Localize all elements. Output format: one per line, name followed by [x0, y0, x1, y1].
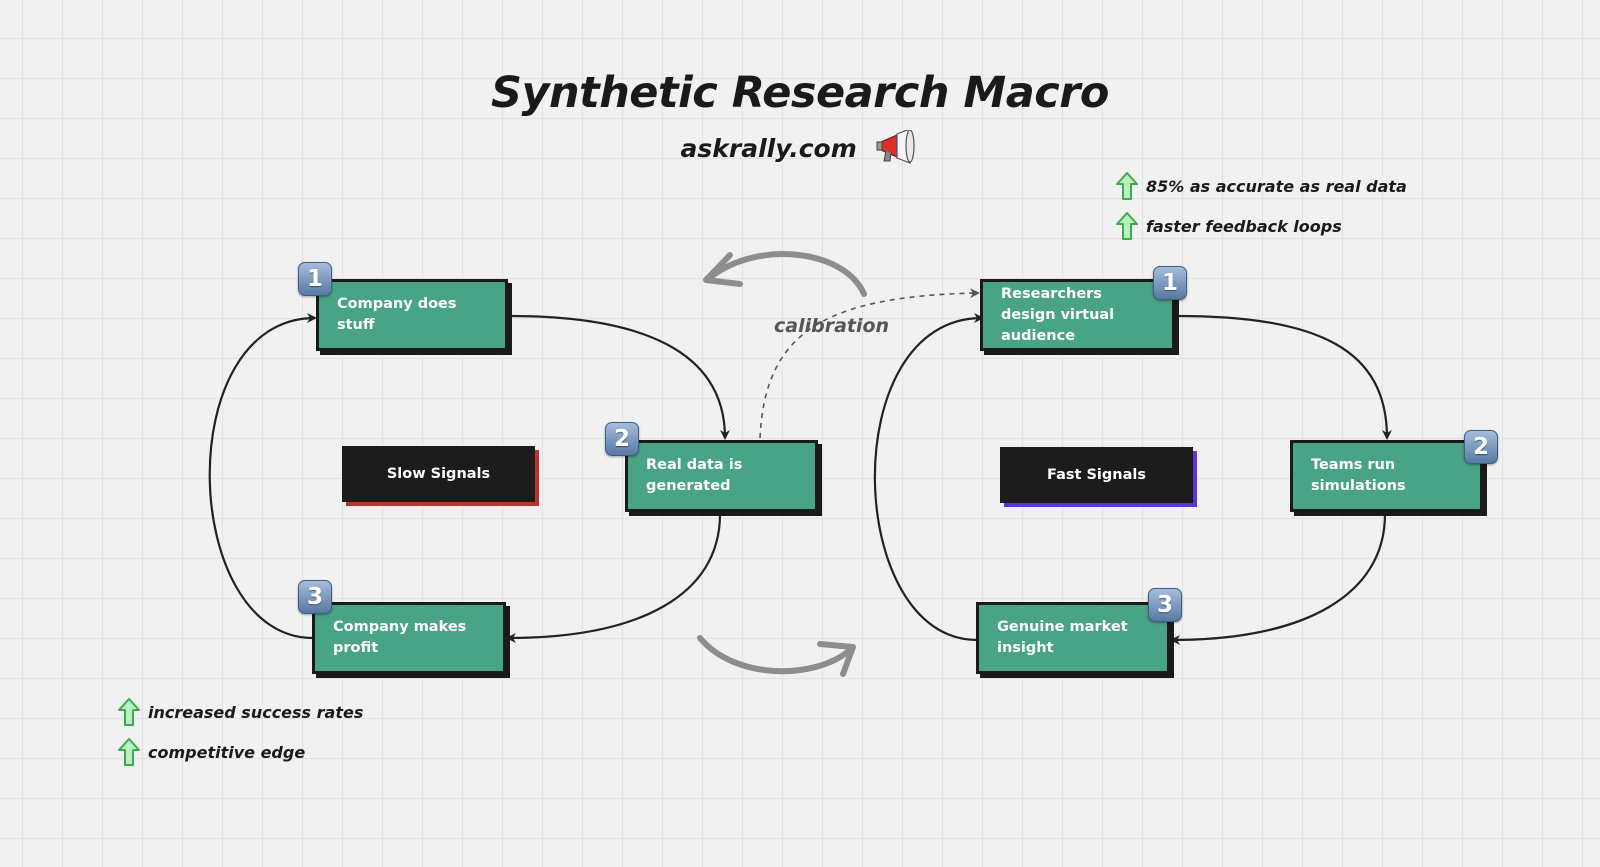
fast-arrow-2-to-3	[1170, 513, 1387, 645]
fast-step-3-label: Genuine market insight	[997, 619, 1128, 656]
grey-arc-arrow-bottom-head	[817, 641, 856, 677]
slow-arrow-2-to-3	[506, 513, 722, 643]
slow-step-2-badge: 2	[605, 422, 639, 456]
fast-step-2-label: Teams run simulations	[1311, 457, 1406, 494]
grey-arc-arrow-top	[709, 251, 867, 297]
slow-step-1-box: Company does stuff	[316, 279, 508, 351]
green-up-arrow-icon	[118, 738, 140, 766]
slow-step-2-box: Real data is generated	[625, 440, 818, 512]
green-up-arrow-icon	[1116, 172, 1138, 200]
slow-benefit-2-text: competitive edge	[148, 742, 306, 762]
fast-step-1-box: Researchers design virtual audience	[980, 279, 1175, 351]
slow-step-2-label: Real data is generated	[646, 457, 743, 494]
slow-step-3-label: Company makes profit	[333, 619, 467, 656]
slow-benefit-1-text: increased success rates	[148, 702, 364, 722]
megaphone-icon	[875, 128, 919, 170]
fast-arrow-3-to-1	[873, 313, 984, 642]
fast-step-1-badge: 1	[1153, 266, 1187, 300]
slow-signals-box: Slow Signals	[342, 446, 535, 502]
fast-benefit-2: faster feedback loops	[1116, 212, 1342, 240]
slow-arrow-1-to-2	[509, 314, 730, 440]
fast-step-3-badge: 3	[1148, 588, 1182, 622]
fast-benefit-2-text: faster feedback loops	[1146, 216, 1342, 236]
green-up-arrow-icon	[1116, 212, 1138, 240]
grey-arc-arrow-top-head	[703, 252, 743, 287]
diagram-title: Synthetic Research Macro	[491, 68, 1109, 118]
fast-benefit-1-text: 85% as accurate as real data	[1146, 176, 1407, 196]
slow-step-3-box: Company makes profit	[312, 602, 506, 674]
slow-step-3-badge: 3	[298, 580, 332, 614]
slow-benefit-1: increased success rates	[118, 698, 363, 726]
slow-signals-label: Slow Signals	[386, 466, 491, 482]
calibration-dashed-arrow	[759, 288, 980, 439]
green-up-arrow-icon	[118, 698, 140, 726]
fast-step-3-box: Genuine market insight	[976, 602, 1170, 674]
fast-step-1-label: Researchers design virtual audience	[1001, 285, 1115, 344]
subtitle-text: askrally.com	[680, 134, 857, 163]
fast-signals-label: Fast Signals	[1047, 467, 1146, 483]
slow-arrow-3-to-1	[208, 313, 317, 640]
slow-step-1-label: Company does stuff	[337, 296, 457, 333]
fast-signals-box: Fast Signals	[1000, 447, 1193, 503]
calibration-label: calibration	[774, 315, 890, 337]
slow-benefit-2: competitive edge	[118, 738, 305, 766]
fast-arrow-1-to-2	[1176, 314, 1392, 440]
subtitle-line: askrally.com	[0, 128, 1600, 170]
slow-step-1-badge: 1	[298, 262, 332, 296]
grey-arc-arrow-bottom	[697, 635, 853, 675]
fast-benefit-1: 85% as accurate as real data	[1116, 172, 1407, 200]
fast-step-2-badge: 2	[1464, 430, 1498, 464]
fast-step-2-box: Teams run simulations	[1290, 440, 1483, 512]
